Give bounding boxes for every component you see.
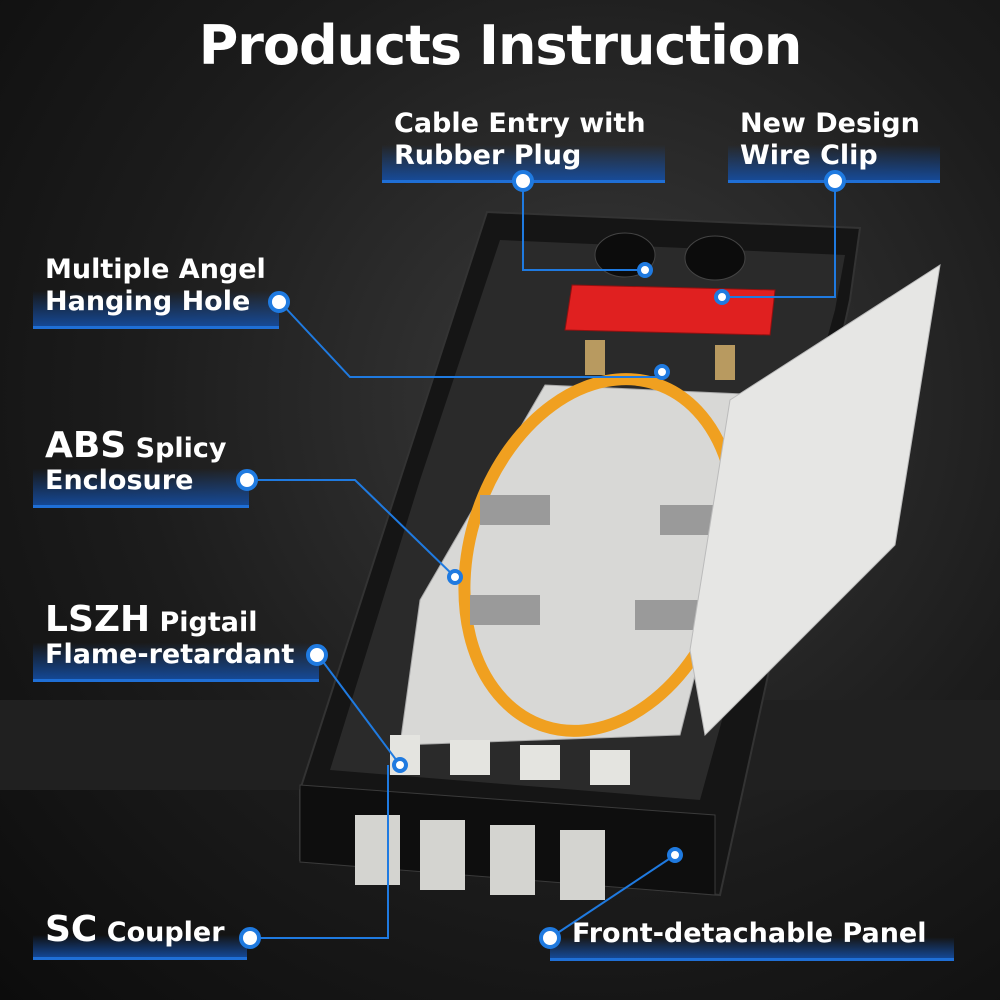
label-line: Multiple Angel [45,254,266,285]
label-bold: LSZH [45,599,151,640]
leader-lines [247,180,836,939]
screw-post [715,345,735,380]
callout-dot [236,469,258,491]
label-hanging-hole: Multiple Angel Hanging Hole [33,248,279,329]
label-front-panel: Front-detachable Panel [550,912,954,961]
callout-dot [512,170,534,192]
label-line: Coupler [97,917,225,948]
label-bold: ABS [45,425,127,466]
label-line: Splicy [126,433,227,464]
label-line: Hanging Hole [45,286,251,317]
callout-dot [824,170,846,192]
callout-dot [239,927,261,949]
label-line: Enclosure [45,465,194,496]
label-line: Cable Entry with [394,108,646,139]
callout-dot [539,927,561,949]
page-title: Products Instruction [198,14,803,77]
label-bold: SC [45,909,98,950]
pigtail-connectors [390,735,630,785]
label-line: New Design [740,108,920,139]
label-line: Front-detachable Panel [572,918,927,949]
label-abs-enclosure: ABS Splicy Enclosure [33,424,249,508]
target-dots [392,262,730,863]
label-sc-coupler: SC Coupler [33,908,247,960]
label-lszh-pigtail: LSZH Pigtail Flame-retardant [33,598,319,682]
callout-dot [306,644,328,666]
screw-post [585,340,605,375]
wire-clip [564,284,776,336]
callout-dot [268,291,290,313]
label-line: Rubber Plug [394,140,582,171]
tray-lid [689,263,941,737]
sc-couplers [355,815,605,900]
rubber-plug [684,235,746,281]
label-wire-clip: New Design Wire Clip [728,102,940,183]
label-line: Flame-retardant [45,639,295,670]
label-line: Pigtail [150,607,258,638]
label-line: Wire Clip [740,140,878,171]
